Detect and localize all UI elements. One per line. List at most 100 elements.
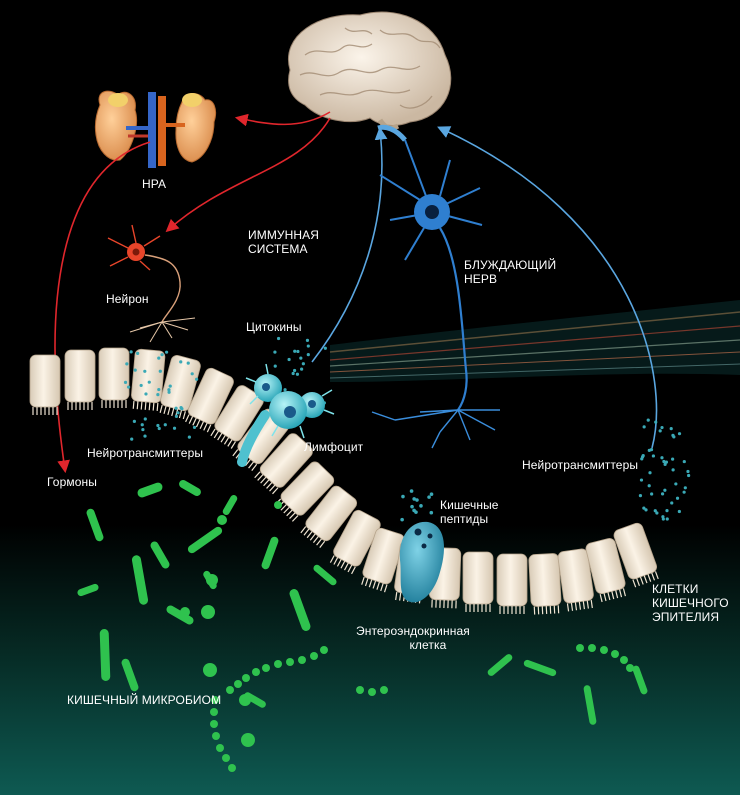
signal-particle	[130, 437, 134, 441]
signal-particle	[663, 488, 667, 492]
signal-particle	[677, 432, 682, 436]
signal-particle	[143, 417, 147, 421]
signal-particle	[663, 462, 667, 467]
epithelial-cell	[64, 349, 96, 410]
signal-particle	[287, 357, 291, 362]
bacterium	[180, 607, 190, 617]
signal-particles	[123, 336, 691, 522]
bacterium	[313, 564, 337, 586]
signal-particle	[660, 456, 664, 460]
vagus-nerve-label: БЛУЖДАЮЩИЙ НЕРВ	[464, 258, 556, 286]
signal-particle	[295, 372, 300, 376]
epithelial-cell	[462, 551, 494, 612]
signal-particle	[296, 349, 300, 354]
bacterium	[99, 629, 111, 681]
signal-particle	[172, 426, 177, 430]
signal-particle	[658, 429, 662, 433]
epithelial-cell	[300, 485, 358, 548]
signal-particle	[642, 506, 646, 510]
signal-particle	[276, 336, 281, 341]
signal-particle	[144, 392, 148, 396]
signal-particle	[157, 356, 161, 360]
signal-particle	[644, 508, 648, 512]
signal-particle	[195, 377, 199, 381]
epithelium-cells-label-line1: КЛЕТКИ	[652, 582, 699, 596]
gut-peptides-label-line1: Кишечные	[440, 498, 499, 512]
signal-particle	[283, 388, 287, 392]
signal-particle	[647, 448, 651, 453]
signal-particle	[419, 504, 423, 508]
epithelial-cell	[254, 433, 313, 495]
signal-particle	[655, 511, 659, 515]
signal-particle	[409, 489, 414, 493]
signal-particle	[653, 509, 657, 513]
signal-particle	[647, 484, 651, 488]
signal-particle	[660, 425, 664, 430]
bacterium	[203, 663, 217, 677]
epithelial-cell	[361, 527, 405, 593]
signal-particle	[639, 478, 644, 482]
neuron-label: Нейрон	[106, 292, 149, 306]
signal-particle	[292, 368, 297, 373]
signal-particle	[687, 473, 691, 478]
signal-particle	[140, 423, 144, 427]
signal-particle	[638, 494, 643, 498]
vagus-nerve-label-line1: БЛУЖДАЮЩИЙ	[464, 258, 557, 272]
bacterium	[77, 583, 99, 597]
signal-particle	[186, 361, 190, 365]
signal-particle	[675, 496, 680, 500]
vagus-nerve-bundle	[329, 300, 740, 382]
signal-particle	[167, 390, 171, 394]
signal-particle	[305, 338, 310, 342]
bacterium	[217, 515, 227, 525]
enteroendocrine-cell-label-line1: Энтероэндокринная	[356, 624, 470, 638]
signal-particle	[176, 411, 180, 415]
epithelial-cell	[185, 367, 234, 433]
immune-system-label: ИММУННАЯ СИСТЕМА	[248, 228, 319, 256]
bacteria-chain	[226, 646, 328, 694]
signal-particle	[273, 364, 277, 368]
signal-particle	[167, 388, 171, 392]
gut-peptides-label-line2: пептиды	[440, 512, 489, 526]
epithelial-cell	[210, 385, 264, 449]
signal-particle	[147, 380, 151, 384]
signal-particle	[187, 435, 191, 439]
bacterium	[131, 555, 149, 605]
bacterium	[241, 733, 255, 747]
epithelial-cell	[528, 553, 562, 615]
signal-particle	[401, 494, 405, 499]
bacterium	[487, 654, 513, 676]
bacterium	[222, 495, 238, 515]
hpa-adrenal-kidneys	[94, 90, 217, 168]
signal-particle	[665, 517, 669, 521]
signal-particle	[143, 434, 147, 438]
signal-particle	[273, 350, 277, 354]
signal-particle	[123, 380, 128, 384]
signal-particle	[163, 423, 167, 427]
epithelial-cell	[329, 509, 381, 575]
signal-particle	[160, 353, 164, 357]
enteroendocrine-cell-label-line2: клетка	[409, 638, 447, 652]
signal-particle	[139, 383, 143, 388]
signal-particle	[412, 497, 416, 501]
epithelial-cell	[613, 522, 659, 588]
signal-particle	[646, 418, 650, 422]
signal-particle	[651, 454, 655, 458]
signal-particle	[156, 393, 160, 397]
vagus-nerve-label-line2: НЕРВ	[464, 272, 498, 286]
signal-particle	[125, 362, 129, 366]
signal-particle	[415, 498, 419, 502]
epithelial-cell	[557, 548, 594, 612]
signal-particle	[129, 350, 133, 354]
epithelial-cell	[131, 348, 166, 411]
signal-particle	[156, 423, 160, 428]
bacterium	[523, 659, 557, 677]
signal-particle	[683, 486, 687, 490]
bacterium	[201, 605, 215, 619]
bacteria-chain	[576, 644, 634, 672]
signal-particle	[400, 517, 404, 522]
signal-particle	[661, 517, 665, 521]
signal-particle	[674, 482, 678, 486]
